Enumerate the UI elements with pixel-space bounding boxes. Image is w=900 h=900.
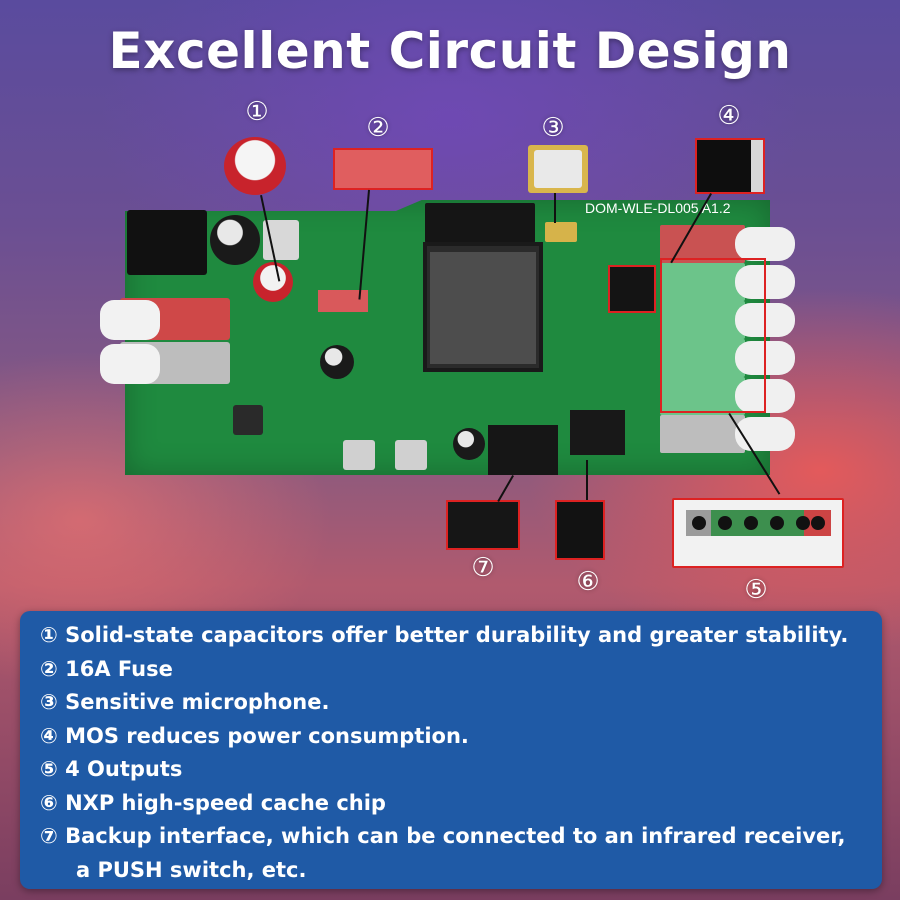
features-panel: ① Solid-state capacitors offer better du… <box>20 611 882 889</box>
page-title: Excellent Circuit Design <box>108 22 792 80</box>
leader-line <box>497 475 514 502</box>
marker-3: ③ <box>541 113 565 143</box>
microphone <box>545 222 577 242</box>
output-hole <box>811 516 825 530</box>
feature-item: ⑦ Backup interface, which can be connect… <box>40 824 846 848</box>
output-slot <box>660 263 745 301</box>
feature-item: ⑤ 4 Outputs <box>40 757 183 781</box>
connector-lever <box>735 417 795 451</box>
screw-terminal <box>488 425 558 475</box>
feature-item: ④ MOS reduces power consumption. <box>40 723 469 748</box>
output-hole <box>718 516 732 530</box>
microphone-callout <box>528 145 588 193</box>
marker-4: ④ <box>717 101 741 131</box>
capacitor <box>320 345 354 379</box>
outputs-callout <box>672 498 844 568</box>
leader-line <box>554 193 556 223</box>
capacitor <box>210 215 260 265</box>
fuse-callout <box>333 148 433 190</box>
chip-callout <box>555 500 605 560</box>
output-slot <box>660 415 745 453</box>
output-connectors <box>660 225 800 457</box>
dc-jack <box>127 210 207 275</box>
marker-5: ⑤ <box>744 575 768 605</box>
mos-tab <box>751 140 763 192</box>
board-silkscreen: DOM-WLE-DL005 A1.2 <box>585 200 731 216</box>
feature-item-continued: a PUSH switch, etc. <box>76 857 307 882</box>
mos-board-highlight <box>608 265 656 313</box>
output-slot <box>660 339 745 377</box>
connector-lever <box>735 227 795 261</box>
feature-item: ③ Sensitive microphone. <box>40 690 330 714</box>
fuse <box>318 290 368 312</box>
marker-6: ⑥ <box>576 567 600 597</box>
pcb-components: DOM-WLE-DL005 A1.2 <box>125 200 770 475</box>
capacitor-callout <box>224 137 286 195</box>
outputs-board-highlight <box>660 258 766 413</box>
feature-item: ① Solid-state capacitors offer better du… <box>40 623 849 647</box>
output-hole <box>770 516 784 530</box>
marker-2: ② <box>366 113 390 143</box>
feature-item: ⑥ NXP high-speed cache chip <box>40 790 386 815</box>
leader-line <box>586 460 588 500</box>
microphone-icon <box>534 150 582 188</box>
output-slot <box>660 301 745 339</box>
push-button <box>395 440 427 470</box>
inductor <box>233 405 263 435</box>
output-hole <box>796 516 810 530</box>
output-slot <box>660 377 745 415</box>
marker-1: ① <box>245 97 269 127</box>
features-list: ① Solid-state capacitors offer better du… <box>40 619 862 887</box>
output-hole <box>744 516 758 530</box>
connector-lever <box>100 344 160 384</box>
wifi-module-shield <box>430 252 536 364</box>
feature-item: ② 16A Fuse <box>40 656 173 681</box>
mos-callout <box>695 138 765 194</box>
solid-state-capacitor <box>253 262 293 302</box>
capacitor <box>453 428 485 460</box>
cache-chip <box>570 410 625 455</box>
terminal-callout <box>446 500 520 550</box>
power-input-connector <box>100 298 230 386</box>
push-button <box>343 440 375 470</box>
marker-7: ⑦ <box>471 553 495 583</box>
wifi-module-antenna <box>425 203 535 243</box>
connector-lever <box>100 300 160 340</box>
output-hole <box>692 516 706 530</box>
